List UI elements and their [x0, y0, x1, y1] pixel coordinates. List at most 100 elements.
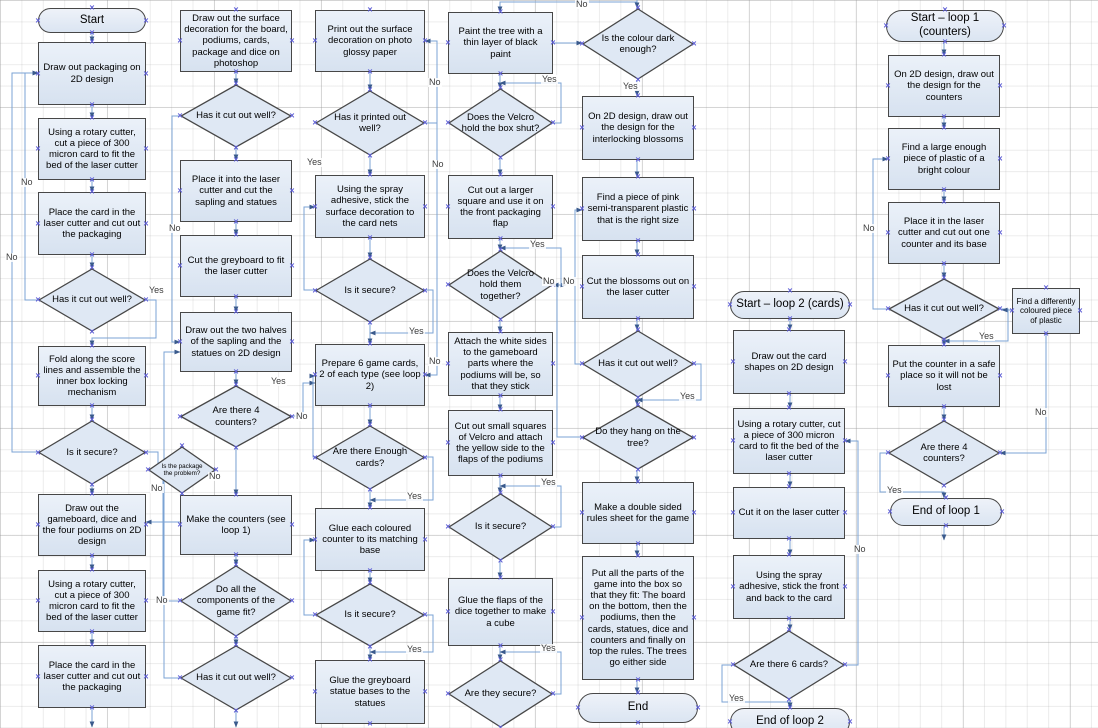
node-label: Make a double sided rules sheet for the … — [586, 501, 690, 524]
connector — [636, 363, 702, 403]
node-start-loop-1[interactable]: Start – loop 1 (counters) — [886, 10, 1004, 42]
node-are-they-secure[interactable]: Are they secure? — [448, 660, 553, 728]
node-counter-safe-place[interactable]: Put the counter in a safe place so it wi… — [888, 345, 1000, 407]
node-find-different-colour-plastic[interactable]: Find a differently coloured piece of pla… — [1012, 288, 1080, 334]
node-label: Has it printed out well? — [334, 111, 406, 134]
node-cut-greyboard[interactable]: Cut the greyboard to fit the laser cutte… — [180, 235, 292, 297]
node-cut-on-laser-cutter[interactable]: Cut it on the laser cutter — [733, 487, 845, 539]
diamond-shape — [448, 493, 553, 561]
node-attach-white-sides[interactable]: Attach the white sides to the gameboard … — [448, 332, 553, 396]
node-cut-velcro-squares[interactable]: Cut out small squares of Velcro and atta… — [448, 410, 553, 476]
node-label: Using the spray adhesive, stick the surf… — [325, 184, 415, 229]
node-laser-cut-one-counter[interactable]: Place it in the laser cutter and cut out… — [888, 202, 1000, 264]
node-is-it-secure-3[interactable]: Is it secure? — [315, 583, 425, 647]
node-label: Using the spray adhesive, stick the fron… — [739, 570, 839, 604]
edge-label-no: No — [431, 159, 445, 169]
node-print-surface-decoration[interactable]: Print out the surface decoration on phot… — [315, 10, 425, 72]
node-is-it-secure-4[interactable]: Is it secure? — [448, 493, 553, 561]
connector — [552, 282, 582, 438]
node-cut-out-well-2[interactable]: Has it cut out well? — [180, 84, 292, 148]
node-label: Draw out the gameboard, dice and the fou… — [42, 502, 142, 548]
node-are-there-4-counters-2[interactable]: Are there 4 counters? — [888, 420, 1000, 486]
node-label: Put all the parts of the game into the b… — [587, 567, 689, 669]
node-draw-packaging-2d[interactable]: Draw out packaging on 2D design — [38, 42, 146, 105]
node-cut-out-well-1[interactable]: Has it cut out well? — [38, 268, 146, 332]
node-cut-out-well-4[interactable]: Has it cut out well? — [582, 330, 694, 398]
connector — [369, 456, 434, 503]
node-hang-on-tree[interactable]: Do they hang on the tree? — [582, 405, 694, 470]
node-label: Place the card in the laser cutter and c… — [43, 206, 141, 241]
node-end-of-loop-1[interactable]: End of loop 1 — [890, 498, 1002, 526]
node-is-it-secure-2[interactable]: Is it secure? — [315, 258, 425, 323]
node-label: Are there 4 counters? — [920, 441, 968, 464]
edge-label-no: No — [428, 356, 442, 366]
node-draw-gameboard-dice-podiums[interactable]: Draw out the gameboard, dice and the fou… — [38, 494, 146, 556]
node-label: End of loop 2 — [756, 715, 824, 728]
node-rotary-cut-300-micron-2[interactable]: Using a rotary cutter, cut a piece of 30… — [38, 570, 146, 632]
node-cut-larger-square[interactable]: Cut out a larger square and use it on th… — [448, 175, 553, 239]
node-glue-statue-bases[interactable]: Glue the greyboard statue bases to the s… — [315, 660, 425, 724]
node-label: Does the Velcro hold them together? — [466, 268, 535, 302]
node-label: Cut the blossoms out on the laser cutter — [586, 275, 690, 298]
node-draw-surface-decoration[interactable]: Draw out the surface decoration for the … — [180, 10, 292, 72]
node-draw-interlocking-blossoms[interactable]: On 2D design, draw out the design for th… — [582, 96, 694, 160]
node-laser-cut-packaging-1[interactable]: Place the card in the laser cutter and c… — [38, 192, 146, 255]
node-end[interactable]: End — [578, 693, 698, 723]
edge-label-yes: Yes — [728, 693, 745, 703]
node-cut-blossoms[interactable]: Cut the blossoms out on the laser cutter — [582, 255, 694, 319]
node-printed-out-well[interactable]: Has it printed out well? — [315, 90, 425, 156]
node-start[interactable]: Start — [38, 8, 146, 33]
node-find-pink-plastic[interactable]: Find a piece of pink semi-transparent pl… — [582, 177, 694, 241]
connector — [303, 204, 316, 291]
node-velcro-hold-together[interactable]: Does the Velcro hold them together? — [448, 250, 553, 320]
edge-label-yes: Yes — [622, 81, 639, 91]
connector — [424, 123, 438, 378]
node-draw-sapling-halves[interactable]: Draw out the two halves of the sapling a… — [180, 312, 292, 372]
node-are-there-6-cards[interactable]: Are there 6 cards? — [733, 630, 845, 700]
edge-label-no: No — [20, 177, 34, 187]
node-start-loop-2[interactable]: Start – loop 2 (cards) — [730, 291, 850, 319]
node-colour-dark-enough[interactable]: Is the colour dark enough? — [582, 8, 694, 80]
node-draw-counter-design[interactable]: On 2D design, draw out the design for th… — [888, 55, 1000, 117]
node-pack-the-box[interactable]: Put all the parts of the game into the b… — [582, 556, 694, 680]
node-do-components-fit[interactable]: Do all the components of the game fit? — [180, 565, 292, 637]
connector — [499, 80, 562, 124]
connector — [879, 452, 947, 499]
node-draw-card-shapes[interactable]: Draw out the card shapes on 2D design — [733, 330, 845, 394]
node-is-it-secure-1[interactable]: Is it secure? — [38, 420, 146, 485]
node-laser-cut-packaging-2[interactable]: Place the card in the laser cutter and c… — [38, 645, 146, 708]
node-label: Do they hang on the tree? — [595, 426, 681, 449]
node-label: On 2D design, draw out the design for th… — [588, 111, 688, 145]
node-enough-cards[interactable]: Are there Enough cards? — [315, 425, 425, 490]
node-prepare-6-game-cards[interactable]: Prepare 6 game cards, 2 of each type (se… — [315, 344, 425, 406]
node-spray-adhesive-card-nets[interactable]: Using the spray adhesive, stick the surf… — [315, 175, 425, 238]
node-fold-score-lines[interactable]: Fold along the score lines and assemble … — [38, 346, 146, 406]
node-cut-out-well-3[interactable]: Has it cut out well? — [180, 645, 292, 711]
node-spray-adhesive-front-back[interactable]: Using the spray adhesive, stick the fron… — [733, 555, 845, 619]
connector — [303, 537, 316, 616]
node-make-counters[interactable]: Make the counters (see loop 1) — [180, 495, 292, 555]
node-label: Has it cut out well? — [196, 110, 276, 122]
node-label: On 2D design, draw out the design for th… — [894, 69, 994, 103]
node-are-there-4-counters-1[interactable]: Are there 4 counters? — [180, 385, 292, 448]
edge-label-yes: Yes — [406, 491, 423, 501]
node-rules-sheet[interactable]: Make a double sided rules sheet for the … — [582, 482, 694, 544]
node-velcro-hold-box-shut[interactable]: Does the Velcro hold the box shut? — [448, 88, 553, 158]
node-label: Is the package the problem? — [161, 462, 203, 477]
node-find-bright-plastic[interactable]: Find a large enough piece of plastic of … — [888, 128, 1000, 190]
node-is-package-problem[interactable]: Is the package the problem? — [148, 446, 216, 494]
node-laser-cut-sapling-statues[interactable]: Place it into the laser cutter and cut t… — [180, 160, 292, 222]
node-glue-dice-flaps[interactable]: Glue the flaps of the dice together to m… — [448, 578, 553, 646]
node-rotary-cut-300-micron-3[interactable]: Using a rotary cutter, cut a piece of 30… — [733, 408, 845, 474]
diamond-shape — [888, 420, 1000, 486]
node-end-of-loop-2[interactable]: End of loop 2 — [730, 708, 850, 728]
node-glue-counter-to-base[interactable]: Glue each coloured counter to its matchi… — [315, 508, 425, 571]
node-rotary-cut-300-micron-1[interactable]: Using a rotary cutter, cut a piece of 30… — [38, 118, 146, 180]
edge-label-no: No — [150, 483, 164, 493]
edge-label-no: No — [575, 0, 589, 9]
node-label: Find a piece of pink semi-transparent pl… — [587, 192, 689, 226]
node-label: Does the Velcro hold the box shut? — [461, 111, 540, 134]
node-paint-tree-black[interactable]: Paint the tree with a thin layer of blac… — [448, 12, 553, 74]
edge-label-yes: Yes — [408, 326, 425, 336]
